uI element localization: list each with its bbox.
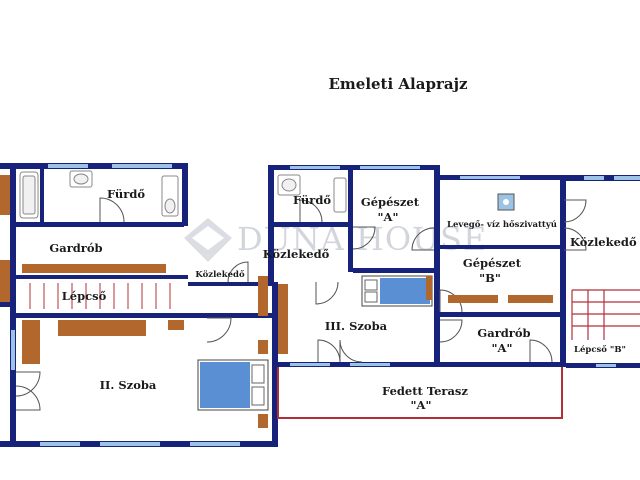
room-label-gardrob-a-1: Gardrób	[477, 326, 530, 340]
room-label-gardrob-a-2: "A"	[492, 341, 513, 355]
windows-left-wing	[11, 164, 240, 446]
room-label-lepcso-b: Lépcső "B"	[574, 344, 626, 355]
heat-pump-icon	[497, 193, 515, 211]
room-label-fedett-terasz-1: Fedett Terasz	[382, 384, 468, 398]
room-label-gepeszet-a-2: "A"	[378, 210, 399, 224]
doors-middle-wing	[299, 199, 587, 363]
bathroom-fixtures-left	[19, 170, 179, 219]
doors-left-wing	[15, 197, 249, 411]
room-label-kozlekedo-right: Közlekedő	[570, 235, 637, 249]
stairs-left	[29, 283, 171, 309]
room-label-lepcso: Lépcső	[62, 289, 107, 303]
furniture-middle	[278, 276, 553, 354]
room-label-kozlekedo-mid: Közlekedő	[263, 247, 330, 261]
room-label-furdo-mid: Fürdő	[293, 193, 331, 207]
room-label-gardrob: Gardrób	[49, 241, 102, 255]
room-label-kozlekedo-small: Közlekedő	[195, 269, 245, 280]
room-label-levego-viz: Levegő- víz hőszivattyú	[447, 219, 557, 230]
plan-title: Emeleti Alaprajz	[328, 75, 468, 93]
room-label-gepeszet-b-2: "B"	[479, 271, 501, 285]
stairs-right	[571, 289, 640, 340]
watermark-logo	[184, 218, 232, 262]
room-label-furdo-left: Fürdő	[107, 187, 145, 201]
room-label-ii-szoba: II. Szoba	[100, 378, 157, 392]
room-label-fedett-terasz-2: "A"	[411, 398, 432, 412]
windows-middle-wing	[290, 166, 640, 367]
desk-room-ii	[168, 276, 268, 330]
wardrobe-shelves	[0, 175, 166, 364]
room-label-gepeszet-b-1: Gépészet	[463, 256, 522, 270]
bathroom-fixtures-middle	[277, 174, 347, 213]
bed-room-iii	[361, 275, 433, 307]
terrace-outline	[277, 367, 563, 419]
room-label-iii-szoba: III. Szoba	[325, 319, 388, 333]
room-label-gepeszet-a-1: Gépészet	[361, 195, 420, 209]
bed-room-ii	[197, 340, 269, 428]
